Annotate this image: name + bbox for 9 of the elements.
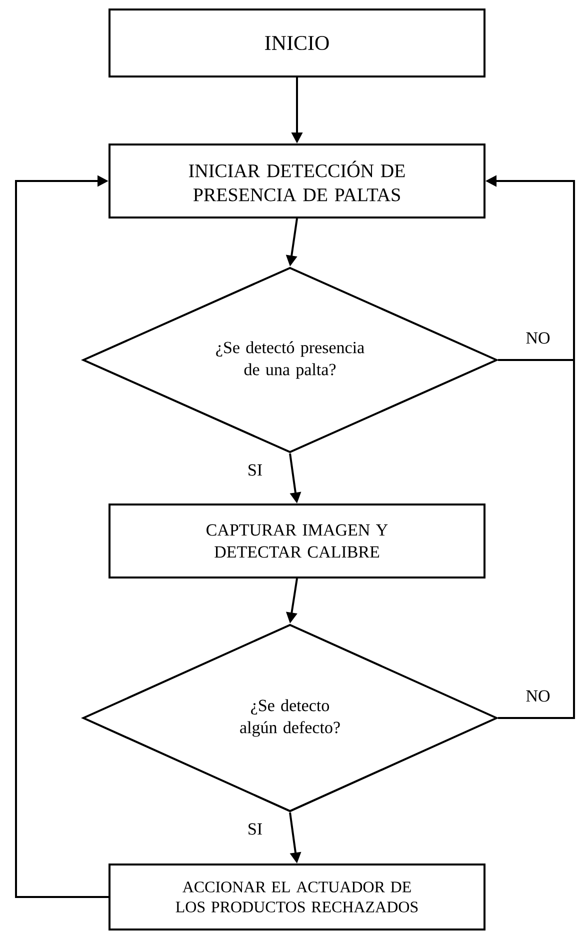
process-box: INICIAR DETECCIÓN DE PRESENCIA DE PALTAS [108,144,486,218]
edge-label: SI [246,822,264,836]
arrow [15,175,108,898]
edge-label: NO [524,689,552,703]
edge-label: SI [246,463,264,477]
process-box: ACCIONAR EL ACTUADOR DE LOS PRODUCTOS RECHAZADOS [108,864,486,930]
edge-label: NO [524,331,552,345]
process-box: INICIO [108,8,486,78]
process-box: CAPTURAR IMAGEN Y DETECTAR CALIBRE [108,504,486,578]
